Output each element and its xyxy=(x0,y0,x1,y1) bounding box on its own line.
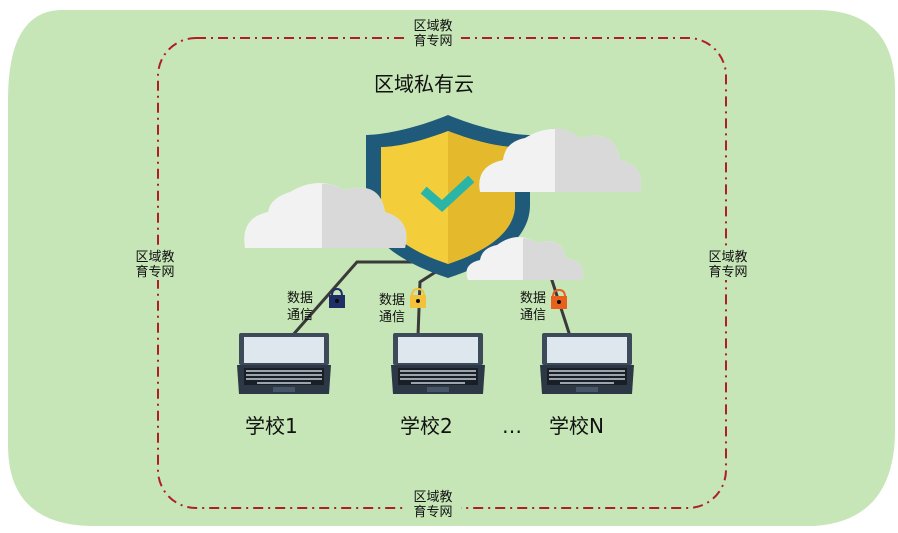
network-label-right: 区域教 育专网 xyxy=(700,250,756,280)
school-label-2: 学校2 xyxy=(400,414,453,438)
laptop-icon xyxy=(391,333,485,394)
school-label-1: 学校1 xyxy=(245,414,298,438)
comm-label-1: 数据 通信 xyxy=(286,291,313,323)
ellipsis: … xyxy=(502,414,522,438)
comm-label-3: 数据 通信 xyxy=(519,291,546,323)
lock-icon xyxy=(551,288,567,309)
laptop-icon xyxy=(237,333,331,394)
shield-icon xyxy=(366,115,530,278)
comm-label-2: 数据 通信 xyxy=(378,293,405,325)
cloud-icon xyxy=(479,128,642,192)
school-label-n: 学校N xyxy=(549,414,604,438)
network-label-left: 区域教 育专网 xyxy=(127,250,183,280)
laptop-icon xyxy=(540,333,634,394)
cloud-icon xyxy=(466,236,584,280)
lock-icon xyxy=(329,287,345,308)
network-label-bottom: 区域教 育专网 xyxy=(405,490,461,520)
private-cloud-title: 区域私有云 xyxy=(374,72,474,96)
cloud-icon xyxy=(244,182,407,248)
network-label-top: 区域教 育专网 xyxy=(405,19,461,49)
checkmark-icon xyxy=(420,175,475,213)
lock-icon xyxy=(410,287,426,308)
